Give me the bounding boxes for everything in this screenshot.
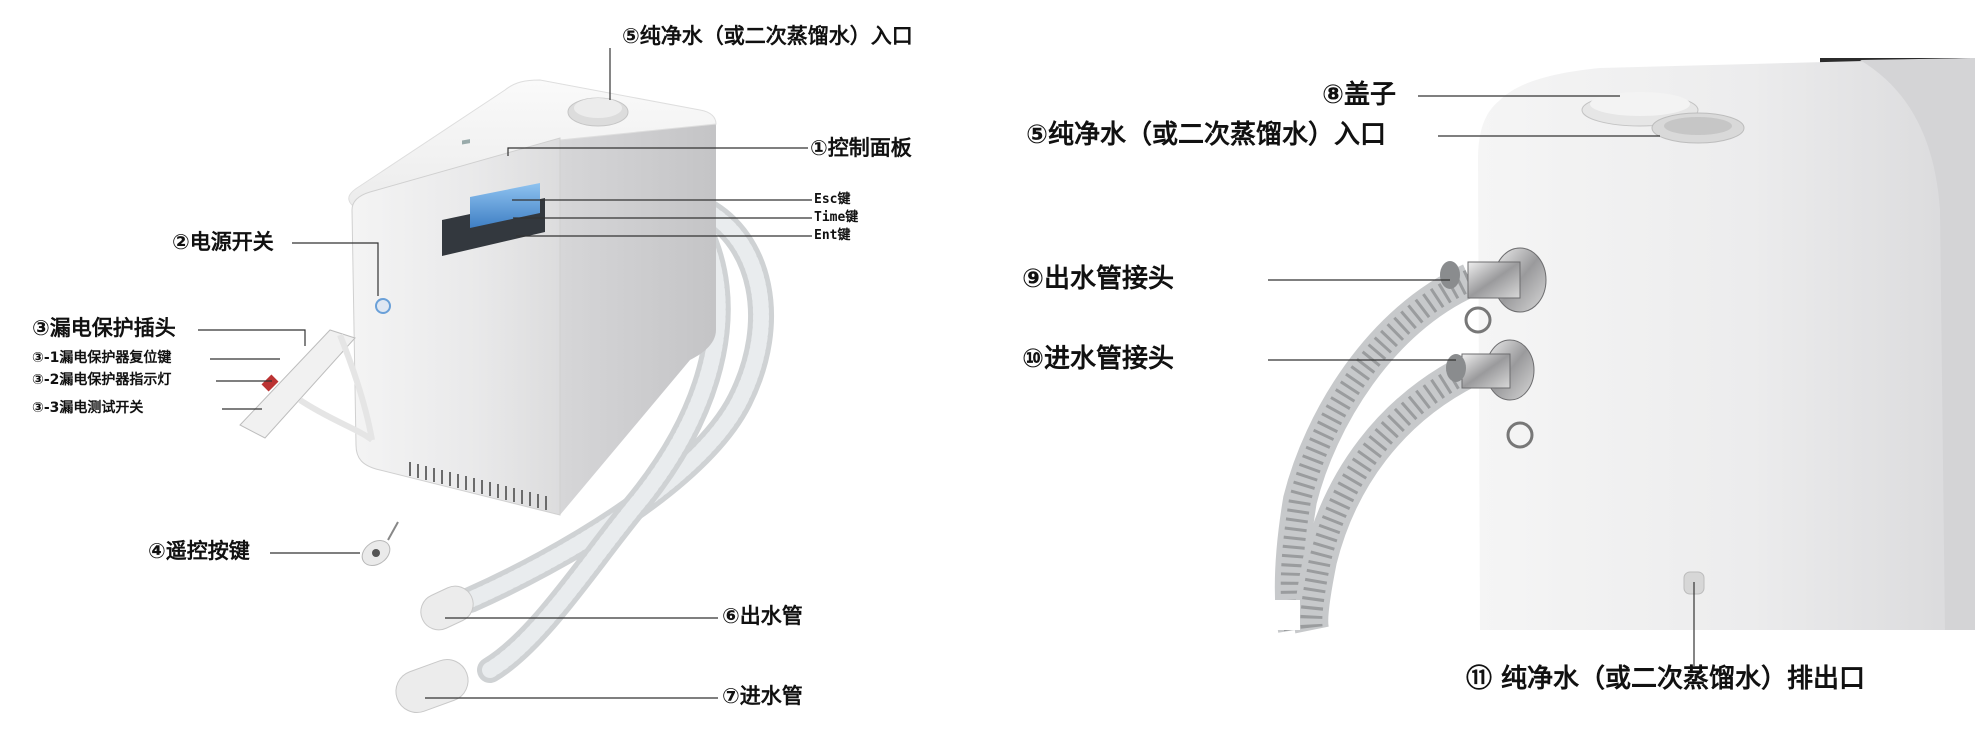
label-leakage-plug: ③漏电保护插头 [32, 316, 176, 340]
right-unit [1240, 58, 1975, 634]
lcd-screen [470, 183, 540, 228]
label-inlet: ⑤纯净水（或二次蒸馏水）入口 [622, 24, 913, 48]
label-esc-key: Esc键 [814, 192, 851, 207]
label-inlet-right: ⑤纯净水（或二次蒸馏水）入口 [1026, 120, 1387, 150]
vent-slots [409, 462, 547, 510]
outlet-hose-right [1274, 264, 1478, 633]
unit-side [560, 118, 716, 515]
label-test-switch: ③-3漏电测试开关 [32, 400, 144, 416]
outlet-pipe-end [420, 585, 474, 631]
label-drain-outlet: ⑪ 纯净水（或二次蒸馏水）排出口 [1466, 664, 1866, 694]
label-remote-key: ④遥控按键 [148, 539, 250, 563]
inlet-hose-right [1294, 354, 1478, 634]
right-leader-lines [1268, 95, 1695, 666]
label-inlet-pipe: ⑦进水管 [722, 684, 803, 708]
label-inlet-connector: ⑩进水管接头 [1022, 344, 1175, 374]
inlet-connector [1446, 339, 1535, 449]
label-ent-key: Ent键 [814, 228, 851, 243]
label-outlet-pipe: ⑥出水管 [722, 604, 803, 628]
label-indicator-light: ③-2漏电保护器指示灯 [32, 372, 172, 388]
left-unit [239, 79, 775, 713]
inlet-pipe-end [395, 659, 469, 713]
power-switch-button [375, 298, 391, 314]
left-leader-lines [198, 48, 812, 699]
label-outlet-connector: ⑨出水管接头 [1022, 264, 1175, 294]
label-power-switch: ②电源开关 [172, 230, 274, 254]
outlet-connector [1440, 247, 1547, 334]
label-control-panel: ①控制面板 [810, 136, 912, 160]
label-reset-key: ③-1漏电保护器复位键 [32, 350, 172, 366]
right-unit-body [1478, 58, 1975, 630]
label-time-key: Time键 [814, 210, 859, 225]
leakage-plug [239, 329, 356, 439]
label-lid: ⑧盖子 [1322, 80, 1397, 110]
